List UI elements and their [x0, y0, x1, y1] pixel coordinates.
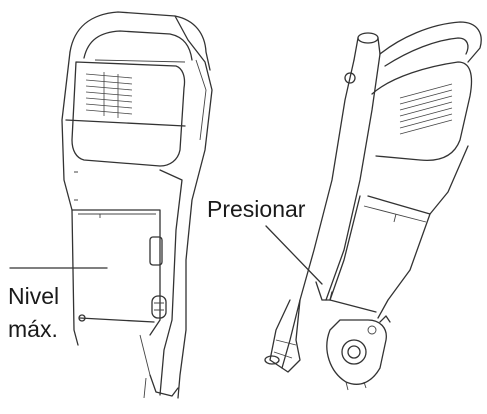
level-label-line1: Nivel [8, 283, 60, 309]
left-vacuum-unit [9, 11, 213, 399]
right-vacuum-unit [264, 21, 482, 391]
open-bin-lid [326, 315, 391, 391]
press-label: Presionar [207, 196, 306, 222]
max-level-line [79, 317, 155, 323]
level-label-line2: máx. [8, 316, 58, 342]
left-vent-grille [85, 72, 133, 118]
right-vent-grille [399, 83, 453, 135]
press-leader-line [265, 225, 323, 285]
release-button [151, 295, 167, 319]
side-button [149, 236, 163, 266]
